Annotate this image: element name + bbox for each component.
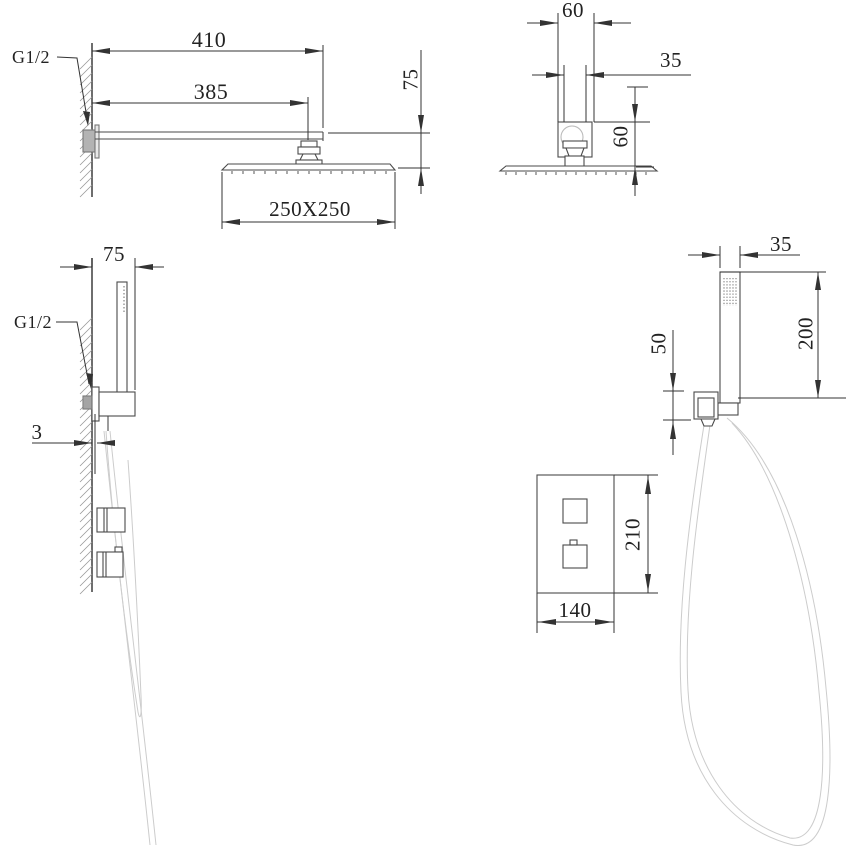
nozzle-ticks-front — [505, 172, 647, 175]
dim-plate-height: 210 — [620, 518, 645, 551]
dim-handle-length: 200 — [793, 317, 818, 350]
wall-pipe-fitting — [82, 129, 96, 153]
dim-arm-to-head-center: 385 — [193, 79, 229, 104]
dims-rain-shower-side — [56, 45, 430, 229]
thread-label-hand: G1/2 — [14, 312, 52, 332]
dim-head-drop: 75 — [398, 68, 423, 91]
dim-joint-width: 35 — [660, 48, 682, 72]
dims-rain-shower-front — [527, 13, 691, 196]
dim-arm-length: 410 — [191, 27, 227, 52]
thread-label-rain: G1/2 — [12, 47, 50, 67]
dims-mixer-front — [536, 474, 658, 633]
shower-head-plate-front — [498, 165, 659, 172]
escutcheon-plate — [94, 124, 100, 159]
dim-plate-width: 140 — [558, 598, 592, 622]
view-hand-shower-front — [693, 271, 741, 427]
hand-shower-stick-side — [116, 281, 128, 394]
wall-supply-fitting — [82, 395, 93, 410]
dim-holder-height: 50 — [646, 332, 671, 355]
wall-hatch — [79, 56, 93, 198]
stick-collar — [715, 402, 739, 416]
view-mixer-front — [536, 474, 615, 594]
hose-loop-front — [679, 417, 831, 846]
valve-body-upper-side — [96, 507, 126, 533]
hose-nut — [700, 418, 716, 427]
dim-handle-width: 35 — [770, 232, 792, 256]
mixer-knob-upper — [562, 498, 588, 524]
holder-bracket-inner — [697, 397, 715, 418]
dim-connector-width: 60 — [562, 0, 584, 22]
dim-wall-offset: 3 — [31, 420, 43, 444]
hose-side-view — [103, 430, 157, 846]
dim-head-size: 250X250 — [269, 197, 351, 221]
dims-hand-shower-front — [663, 246, 846, 455]
valve-tab — [114, 546, 123, 553]
wall-hatch-lower — [79, 317, 93, 595]
dim-holder-depth: 75 — [103, 242, 125, 266]
view-hand-shower-side — [79, 258, 136, 595]
holder-body — [98, 391, 136, 417]
nozzle-ticks — [231, 171, 387, 174]
shower-head-plate — [220, 163, 397, 171]
mixer-plate — [536, 474, 615, 594]
valve-body-lower-side — [96, 551, 124, 578]
view-rain-shower-side — [79, 43, 397, 198]
view-rain-shower-front — [498, 121, 659, 175]
dims-hand-shower-side — [32, 258, 164, 474]
mixer-knob-lower — [562, 544, 588, 569]
dim-connector-height: 60 — [608, 125, 633, 148]
